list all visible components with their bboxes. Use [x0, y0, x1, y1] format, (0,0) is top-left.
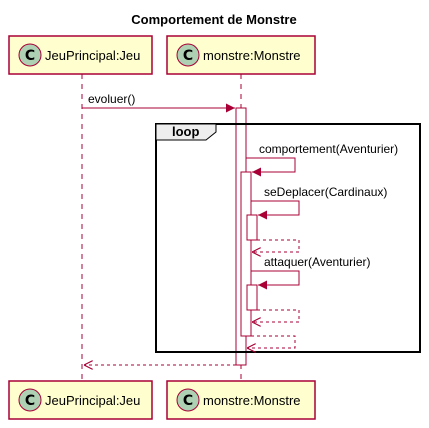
message-attaquer-arrow — [251, 270, 300, 290]
message-seDeplacer-arrow — [251, 200, 300, 220]
message-comportement-label: comportement(Aventurier) — [259, 142, 398, 156]
participant-label: JeuPrincipal:Jeu — [45, 48, 140, 63]
message-attaquer-label: attaquer(Aventurier) — [264, 255, 371, 269]
participant-monstre-top[interactable]: C monstre:Monstre — [166, 35, 316, 75]
participant-jeu-top[interactable]: C JeuPrincipal:Jeu — [8, 35, 153, 75]
return-comportement-arrow — [247, 335, 296, 348]
stereotype-letter: C — [183, 48, 193, 64]
participant-monstre-bottom[interactable]: C monstre:Monstre — [166, 380, 316, 420]
class-stereotype-icon — [18, 43, 42, 67]
message-comportement-arrow — [246, 157, 296, 177]
participant-jeu-bottom[interactable]: C JeuPrincipal:Jeu — [8, 380, 153, 420]
stereotype-letter: C — [25, 48, 35, 64]
loop-fragment: loop — [155, 123, 421, 353]
diagram-title: Comportement de Monstre — [131, 12, 296, 27]
loop-label: loop — [172, 124, 199, 139]
stereotype-letter: C — [25, 393, 35, 409]
message-seDeplacer-label: seDeplacer(Cardinaux) — [264, 185, 387, 199]
return-seDeplacer-arrow — [252, 239, 300, 252]
activation-bar-attaquer — [246, 284, 258, 311]
return-attaquer-arrow — [252, 309, 300, 322]
activation-bar-seDeplacer — [246, 214, 258, 241]
participant-label: monstre:Monstre — [203, 393, 301, 408]
class-stereotype-icon — [176, 43, 200, 67]
activation-bar-comportement — [240, 171, 252, 337]
class-stereotype-icon — [176, 388, 200, 412]
participant-label: JeuPrincipal:Jeu — [45, 393, 140, 408]
stereotype-letter: C — [183, 393, 193, 409]
message-evoluer-label: evoluer() — [88, 92, 135, 106]
class-stereotype-icon — [18, 388, 42, 412]
participant-label: monstre:Monstre — [203, 48, 301, 63]
